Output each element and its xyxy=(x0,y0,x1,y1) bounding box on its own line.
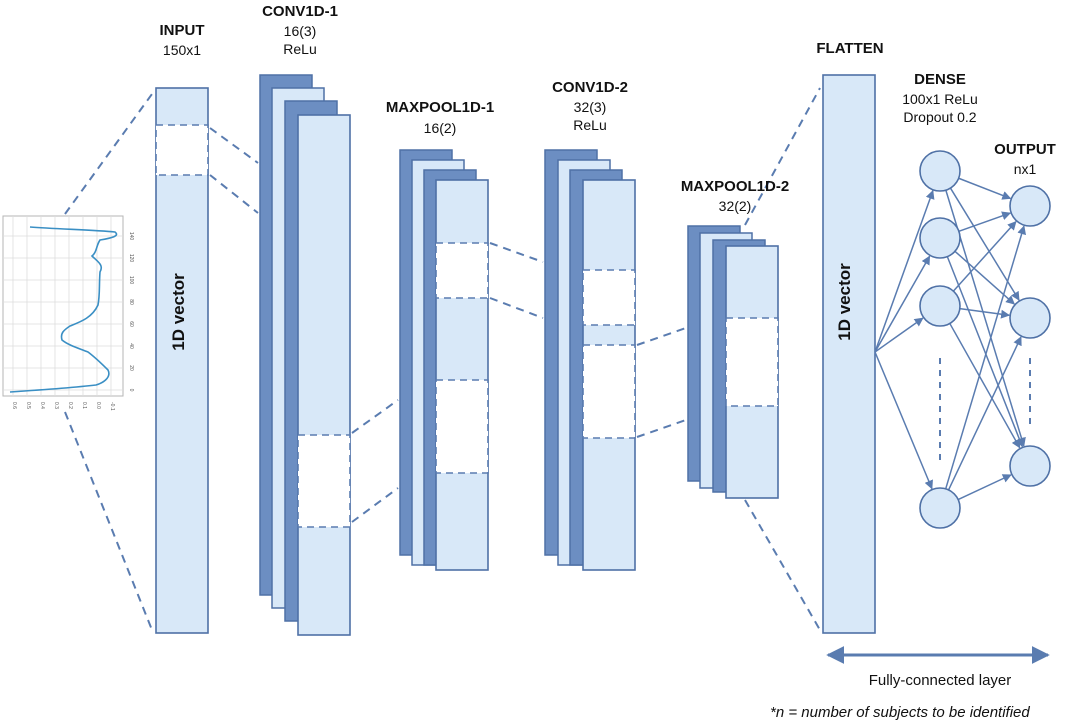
connection-edge xyxy=(957,474,1012,501)
output-neuron xyxy=(1009,445,1051,487)
conv2-to-pool2-connectors xyxy=(636,327,687,438)
plot-to-input-connectors xyxy=(64,93,259,631)
output-neuron xyxy=(1009,297,1051,339)
plot-x-tick-label: 0.5 xyxy=(25,402,31,409)
dense-neuron xyxy=(919,150,961,192)
connection-edge xyxy=(874,255,931,353)
output-neurons xyxy=(1009,185,1051,487)
plot-y-tick-label: 140 xyxy=(128,232,134,241)
output-size: nx1 xyxy=(1013,161,1037,177)
plot-y-tick-label: 80 xyxy=(128,299,134,305)
plot-y-tick-label: 120 xyxy=(128,254,134,263)
connection-edge xyxy=(949,323,1021,449)
maxpool1d-2-layer xyxy=(687,225,779,499)
connection-edge xyxy=(952,220,1017,292)
maxpool1d-2-title: MAXPOOL1D-2 xyxy=(680,178,790,195)
fully-connected-edges xyxy=(874,177,1027,501)
dense-title: DENSE xyxy=(914,71,966,88)
connection-edge xyxy=(959,307,1011,319)
connection-edge xyxy=(874,351,933,490)
plot-x-tick-label: 0.6 xyxy=(11,402,17,409)
flatten-layer xyxy=(822,74,876,634)
plot-x-tick-label: 0.4 xyxy=(39,402,45,409)
plot-x-tick-label: 0.0 xyxy=(95,402,101,409)
plot-y-tick-label: 100 xyxy=(128,276,134,285)
plot-y-tick-labels: 140 120 100 80 60 40 20 0 xyxy=(128,232,134,392)
output-title: OUTPUT xyxy=(994,141,1056,158)
fully-connected-label: Fully-connected layer xyxy=(868,672,1012,689)
flatten-title: FLATTEN xyxy=(816,40,884,57)
conv1d-1-activation: ReLu xyxy=(283,41,317,57)
output-neuron xyxy=(1009,185,1051,227)
omitted-neurons-dashes xyxy=(939,358,1031,462)
input-signal-plot xyxy=(2,215,124,397)
plot-x-tick-label: 0.1 xyxy=(81,402,87,409)
dense-dropout: Dropout 0.2 xyxy=(903,109,977,125)
dense-neuron xyxy=(919,487,961,529)
input-title: INPUT xyxy=(159,22,205,39)
conv1d-1-params: 16(3) xyxy=(283,23,317,39)
plot-y-tick-label: 40 xyxy=(128,343,134,349)
conv1d-1-title: CONV1D-1 xyxy=(262,3,338,20)
connection-edge xyxy=(958,177,1012,200)
connection-edge xyxy=(874,317,924,353)
pool2-to-flatten-connectors xyxy=(744,87,821,631)
dense-params: 100x1 ReLu xyxy=(902,91,978,107)
maxpool1d-1-title: MAXPOOL1D-1 xyxy=(385,99,495,116)
connection-edge xyxy=(958,211,1012,233)
maxpool1d-1-layer xyxy=(399,149,489,571)
flatten-vector-label: 1D vector xyxy=(835,263,854,341)
plot-x-tick-label: 0.3 xyxy=(53,402,59,409)
dense-neuron xyxy=(919,285,961,327)
dense-neurons xyxy=(919,150,961,529)
connection-edge xyxy=(947,336,1022,491)
signal-line xyxy=(9,226,118,393)
plot-y-tick-label: 0 xyxy=(128,389,134,392)
connection-edge xyxy=(954,250,1015,305)
connection-edge xyxy=(874,189,935,353)
plot-x-tick-label: 0.2 xyxy=(67,402,73,409)
maxpool1d-2-params: 32(2) xyxy=(718,198,752,214)
plot-y-tick-label: 20 xyxy=(128,365,134,371)
conv1-to-pool1-connectors xyxy=(351,399,399,523)
connection-edge xyxy=(944,225,1027,490)
conv1d-2-params: 32(3) xyxy=(573,99,607,115)
maxpool1d-1-params: 16(2) xyxy=(423,120,457,136)
conv1d-2-layer xyxy=(544,149,636,571)
input-size: 150x1 xyxy=(162,42,202,58)
conv1d-2-activation: ReLu xyxy=(573,117,607,133)
plot-x-tick-label: -0.1 xyxy=(109,402,115,411)
input-layer xyxy=(155,87,209,634)
conv1d-1-layer xyxy=(259,74,351,636)
plot-y-tick-label: 60 xyxy=(128,321,134,327)
dense-neuron xyxy=(919,217,961,259)
plot-x-tick-labels: 0.6 0.5 0.4 0.3 0.2 0.1 0.0 -0.1 xyxy=(11,402,115,411)
footnote: *n = number of subjects to be identified xyxy=(770,704,1030,721)
input-vector-label: 1D vector xyxy=(169,273,188,351)
conv1d-2-title: CONV1D-2 xyxy=(552,79,628,96)
pool1-to-conv2-connectors xyxy=(489,242,544,319)
connection-edge xyxy=(946,256,1024,448)
